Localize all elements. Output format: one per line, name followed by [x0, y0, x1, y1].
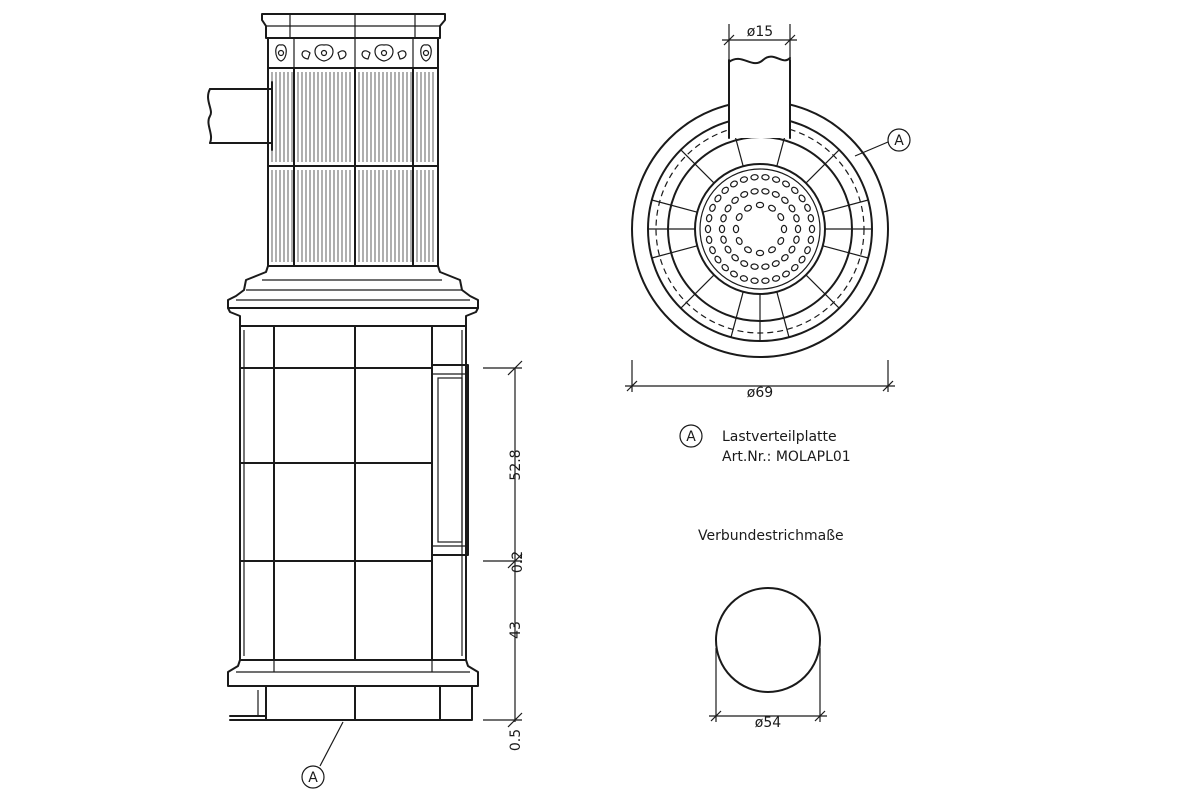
screed-section: Verbundestrichmaße ø54	[698, 528, 844, 731]
outer-diameter-dimension: ø69	[625, 360, 895, 401]
flue-pipe	[207, 81, 273, 151]
height-base-label: 0.5	[508, 729, 524, 751]
legend: A Lastverteilplatte Art.Nr.: MOLAPL01	[679, 424, 851, 465]
crown-cornice	[261, 13, 446, 39]
screed-title: Verbundestrichmaße	[698, 528, 844, 544]
height-upper-label: 52.8	[508, 449, 524, 480]
pipe-diameter-dimension: ø15	[722, 24, 797, 60]
waist-cornice	[227, 265, 479, 309]
callout-a-top-marker: A	[894, 133, 904, 149]
stove-top-view: ø15 ø69 A	[625, 24, 911, 401]
outer-diameter-label: ø69	[747, 385, 773, 401]
height-dimension-chain: 52.8 0.2 43 0.5	[483, 360, 526, 751]
ornament-frieze	[267, 37, 439, 69]
screed-diameter-label: ø54	[755, 715, 781, 731]
callout-a-bottom-marker: A	[308, 770, 318, 786]
callout-a-bottom: A	[301, 721, 344, 789]
upper-body-tiles	[267, 67, 439, 267]
pipe-diameter-label: ø15	[747, 24, 773, 40]
height-lower-label: 43	[508, 621, 524, 639]
callout-a-top: A	[854, 128, 911, 157]
side-door	[431, 364, 469, 556]
plan-pipe	[728, 55, 791, 139]
lower-capital	[227, 307, 479, 327]
base-cornice	[227, 659, 479, 687]
stove-side-elevation: 52.8 0.2 43 0.5 A	[207, 13, 526, 789]
legend-marker: A	[686, 429, 696, 445]
height-gap-label: 0.2	[510, 551, 526, 573]
plinth	[229, 685, 473, 721]
legend-part-number: Art.Nr.: MOLAPL01	[722, 449, 851, 465]
legend-part-name: Lastverteilplatte	[722, 429, 837, 445]
